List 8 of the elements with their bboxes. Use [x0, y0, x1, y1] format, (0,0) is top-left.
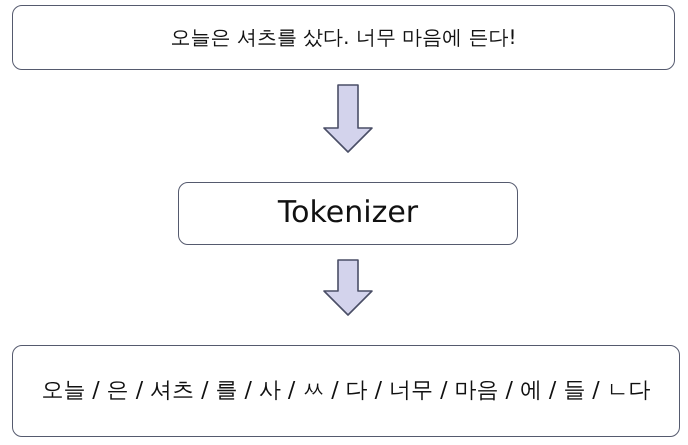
box-text: Tokenizer — [278, 194, 418, 232]
block-arrow — [323, 259, 373, 316]
box-text: 오늘 / 은 / 셔츠 / 를 / 사 / ㅆ / 다 / 너무 / 마음 / 에 / 들 / ㄴ다 — [41, 376, 651, 405]
process-box — [12, 345, 680, 437]
block-arrow — [323, 84, 373, 153]
process-box — [178, 182, 518, 245]
box-text: 오늘은 셔츠를 샀다. 너무 마음에 든다! — [170, 24, 517, 51]
process-box — [12, 5, 675, 70]
